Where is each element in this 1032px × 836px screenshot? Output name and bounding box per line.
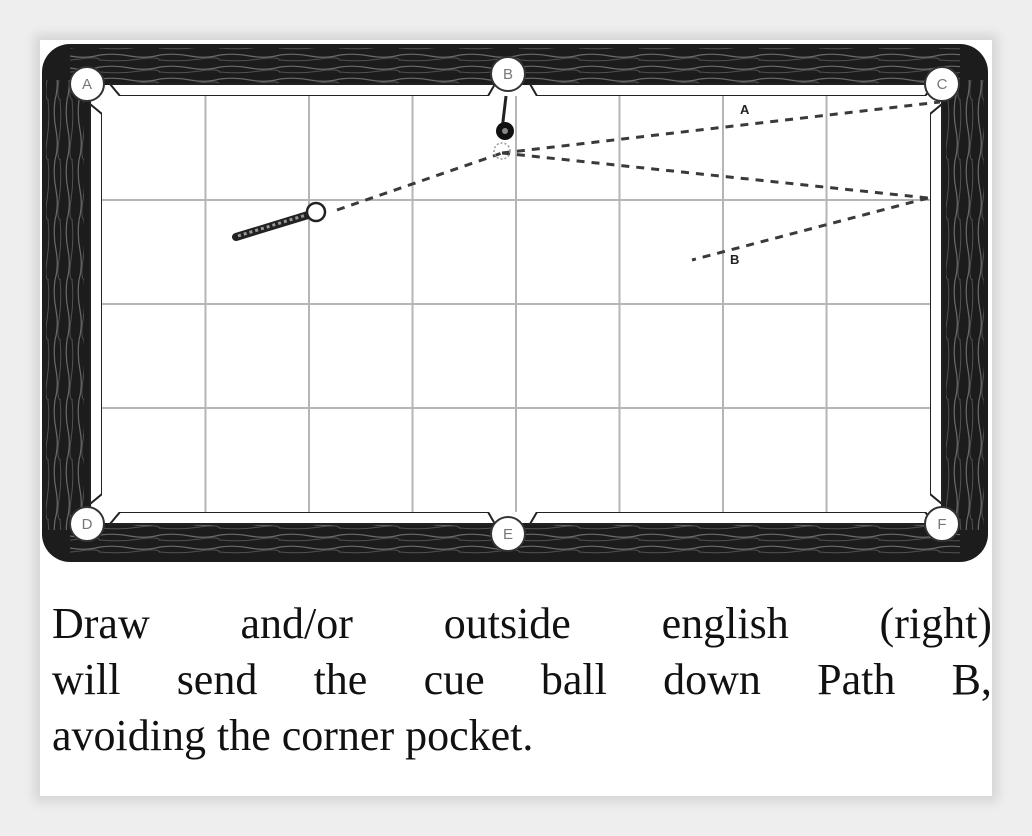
caption-word: the [313,655,368,704]
pocket-label: F [937,516,946,533]
pocket-circle [924,506,960,542]
shot-paths [336,100,941,262]
cue-stick [232,211,312,241]
caption-word: down [663,655,761,704]
caption-line-1: Draw and/or outside english (right) [52,596,992,652]
caption-word: and/or [240,599,353,648]
pocket-circle [69,506,105,542]
caption-word: english [661,599,789,648]
pocket-circle [924,66,960,102]
pocket-circle [490,56,526,92]
table-grid [102,96,930,512]
pocket-label: B [503,66,513,83]
caption-line-3: avoiding the corner pocket. [52,711,534,760]
caption-word: outside [443,599,571,648]
caption-word: will [52,655,121,704]
figure-caption: Draw and/or outside english (right) will send… [52,596,992,764]
pocket-circle [69,66,105,102]
caption-word: cue [423,655,485,704]
pocket-label: D [82,516,93,533]
cue-ball [305,201,327,223]
pocket-f: F [924,506,960,542]
caption-word: Draw [52,599,150,648]
pocket-c: C [924,66,960,102]
pocket-d: D [69,506,105,542]
pool-table-diagram: A B C D E F A B [42,44,988,562]
ghost-ball [493,142,511,160]
figure-card: A B C D E F A B Draw and/or outside english (righ… [40,40,992,796]
pocket-a: A [69,66,105,102]
caption-word: Path [817,655,896,704]
caption-word: send [176,655,258,704]
caption-word: B, [951,655,992,704]
pocket-label: A [82,76,92,93]
caption-line-2: will send the cue ball down Path B, [52,652,992,708]
path-b-line-rebound [691,196,929,262]
pocket-b: B [490,56,526,92]
pocket-label: E [503,526,513,543]
caption-word: (right) [879,599,992,648]
path-a-line [501,100,941,155]
path-b-label: B [730,252,739,267]
caption-word: ball [540,655,607,704]
path-b-line-to-rail [501,151,929,200]
path-a-label: A [740,102,750,117]
object-ball-center [502,128,508,134]
pocket-circle [490,516,526,552]
pocket-label: C [937,76,948,93]
pocket-e: E [490,516,526,552]
pockets: A B C D E F [69,56,960,552]
